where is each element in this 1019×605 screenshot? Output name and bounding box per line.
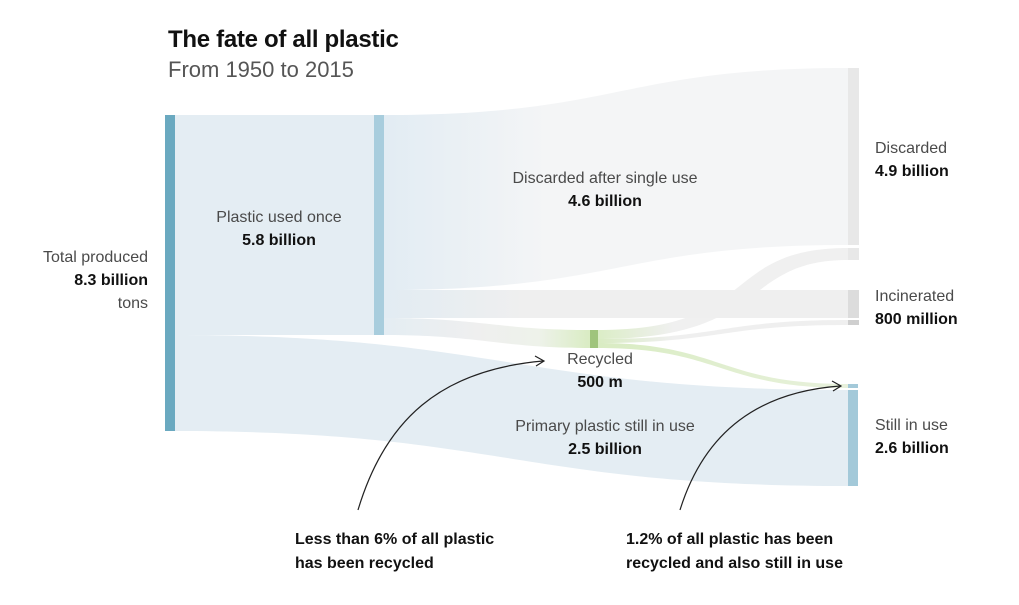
label-discarded-name: Discarded <box>875 140 948 157</box>
node-used-once[interactable] <box>374 115 384 335</box>
label-primary-in-use: Primary plastic still in use 2.5 billion <box>480 415 730 461</box>
label-discarded-value: 4.9 billion <box>875 163 949 180</box>
label-used-once-value: 5.8 billion <box>242 232 316 249</box>
annotation-in-use-line1: 1.2% of all plastic has been <box>626 531 834 548</box>
flow-used-once-to-recycled <box>384 318 590 348</box>
label-incinerated-name: Incinerated <box>875 288 955 305</box>
label-discarded-single-name: Discarded after single use <box>512 170 698 187</box>
node-discarded[interactable] <box>848 68 859 245</box>
annotation-in-use-line2: recycled and also still in use <box>626 555 843 572</box>
flow-total-to-still-in-use <box>175 335 848 486</box>
annotation-in-use: 1.2% of all plastic has been recycled an… <box>626 528 843 576</box>
label-incinerated: Incinerated 800 million <box>875 285 1015 331</box>
flow-total-to-used-once <box>175 115 374 335</box>
node-discarded-recycled-part[interactable] <box>848 248 859 260</box>
flow-recycled-to-still-in-use <box>598 343 848 388</box>
label-discarded-single-use: Discarded after single use 4.6 billion <box>480 167 730 213</box>
node-still-in-use-recycled-part[interactable] <box>848 384 858 388</box>
label-used-once-name: Plastic used once <box>216 209 342 226</box>
flow-recycled-to-incinerated <box>598 320 848 343</box>
label-still-in-use-name: Still in use <box>875 417 948 434</box>
flow-used-once-to-incinerated <box>384 290 848 318</box>
flow-recycled-to-discarded <box>598 248 848 339</box>
annotation-recycled-line1: Less than 6% of all plastic <box>295 531 495 548</box>
chart-title: The fate of all plastic <box>168 26 399 53</box>
chart-subtitle: From 1950 to 2015 <box>168 57 354 82</box>
label-total-value: 8.3 billion <box>74 272 148 289</box>
node-incinerated[interactable] <box>848 290 859 318</box>
label-still-in-use: Still in use 2.6 billion <box>875 414 1015 460</box>
label-recycled-value: 500 m <box>577 374 623 391</box>
label-recycled: Recycled 500 m <box>545 348 655 394</box>
node-incinerated-recycled-part[interactable] <box>848 320 859 325</box>
label-primary-in-use-name: Primary plastic still in use <box>515 418 695 435</box>
label-primary-in-use-value: 2.5 billion <box>568 441 642 458</box>
label-discarded: Discarded 4.9 billion <box>875 137 1015 183</box>
arrow-recycled-annotation <box>357 355 546 511</box>
annotation-recycled-line2: has been recycled <box>295 555 434 572</box>
label-recycled-name: Recycled <box>567 351 633 368</box>
arrow-in-use-annotation <box>679 380 843 511</box>
node-still-in-use[interactable] <box>848 390 858 486</box>
label-discarded-single-value: 4.6 billion <box>568 193 642 210</box>
label-incinerated-value: 800 million <box>875 311 958 328</box>
node-recycled[interactable] <box>590 330 598 348</box>
node-total-produced[interactable] <box>165 115 175 431</box>
label-total-name: Total produced <box>43 249 148 266</box>
flow-used-once-to-discarded <box>384 68 848 290</box>
label-used-once: Plastic used once 5.8 billion <box>184 206 374 252</box>
label-still-in-use-value: 2.6 billion <box>875 440 949 457</box>
label-total-unit: tons <box>117 295 148 312</box>
label-total-produced: Total produced 8.3 billion tons <box>20 246 148 315</box>
annotation-recycled: Less than 6% of all plastic has been rec… <box>295 528 494 576</box>
